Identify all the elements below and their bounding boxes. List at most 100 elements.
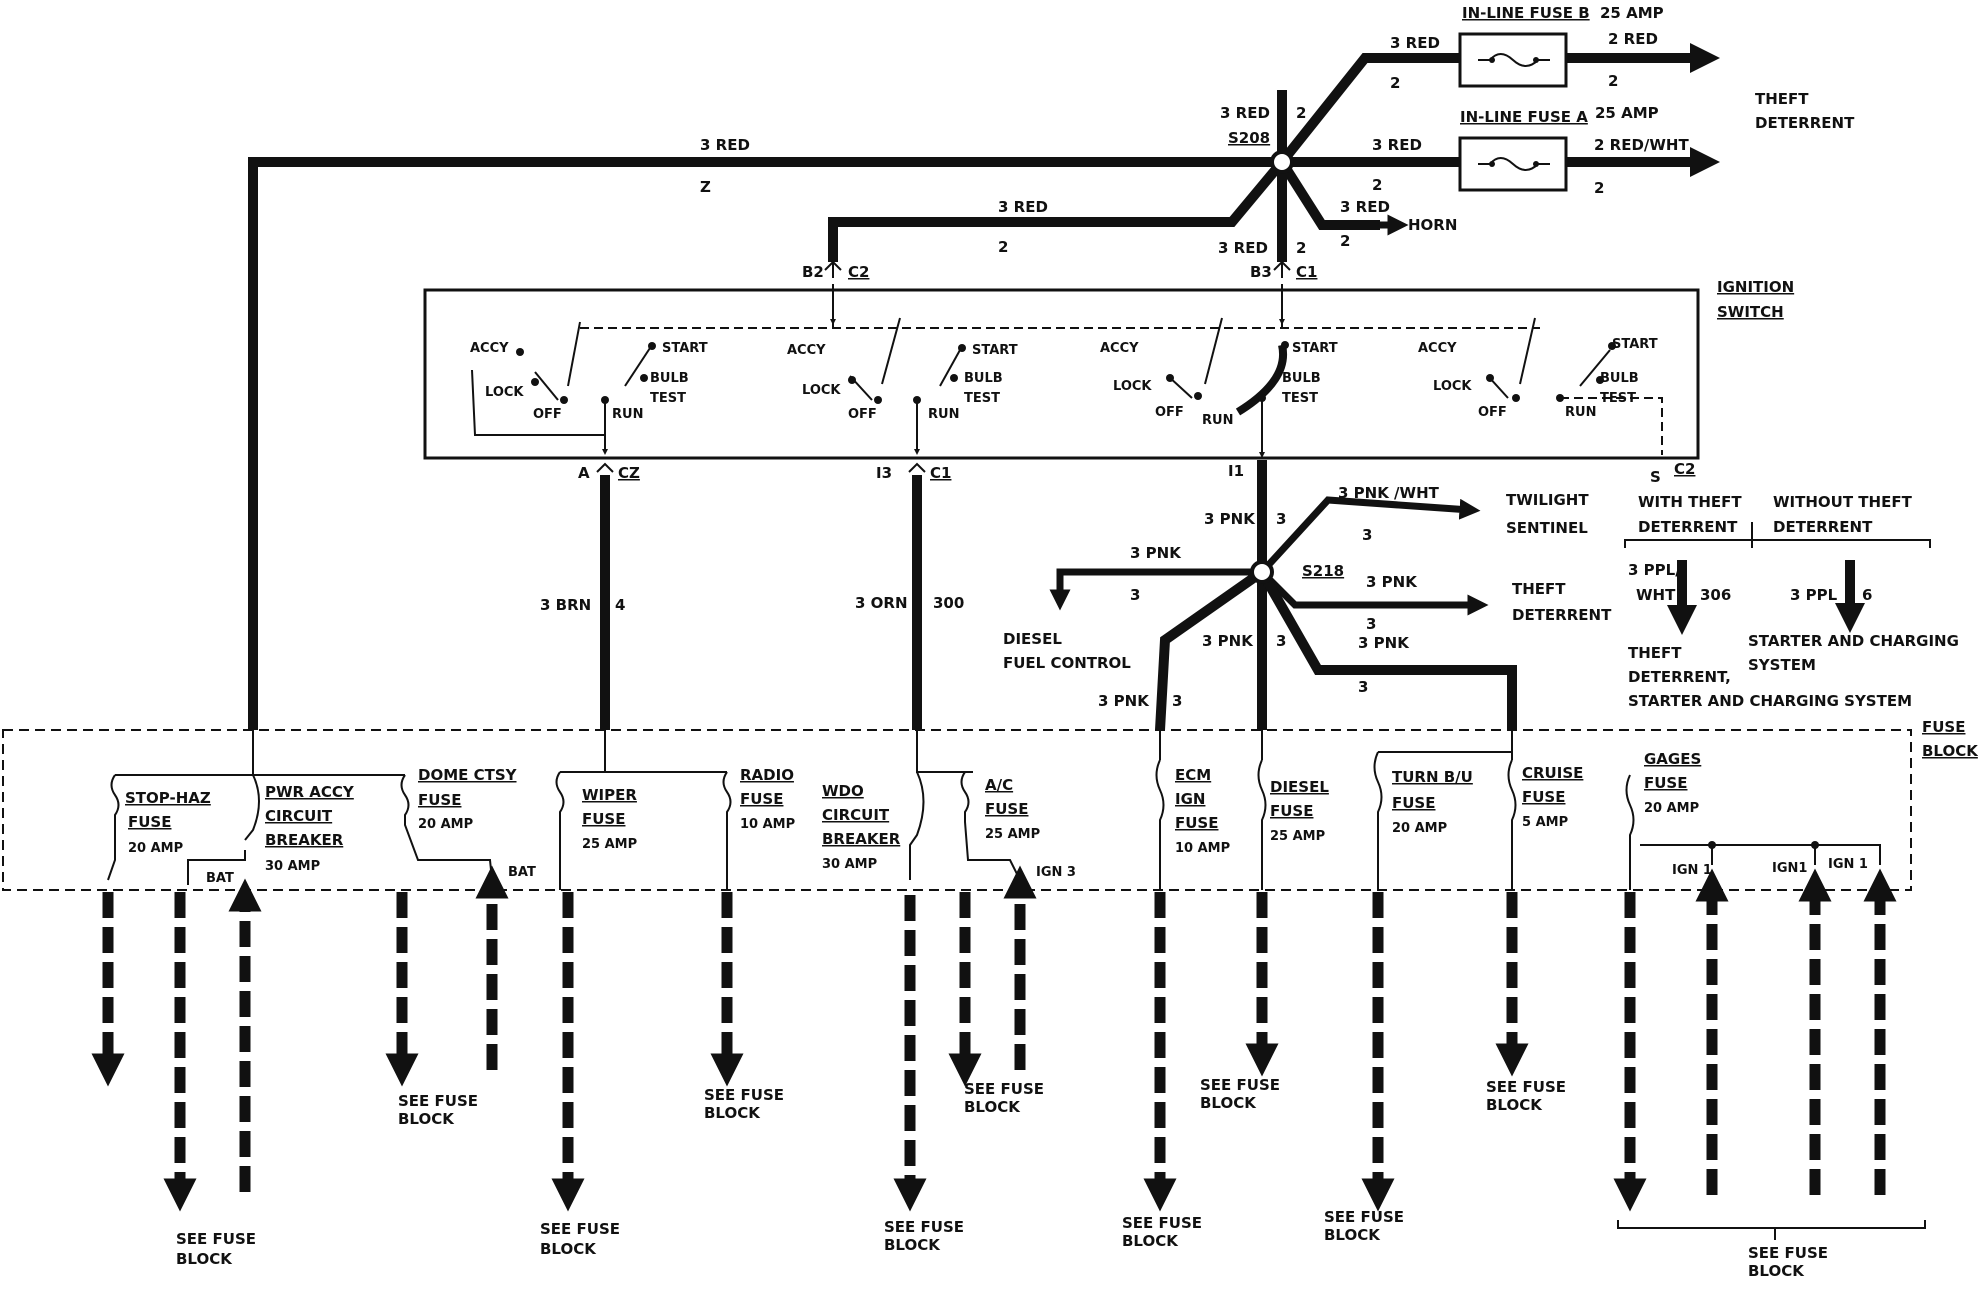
output-i3-conn2: C1: [930, 464, 951, 482]
b2-feed-wire: 3 RED: [998, 198, 1048, 216]
breaker-wdo-type-1: CIRCUIT: [822, 806, 890, 824]
connector-b2-c2: C2: [848, 263, 869, 281]
fuse-dome-ctsy-type: FUSE: [418, 791, 461, 809]
inline-fuse-a: IN-LINE FUSE A 25 AMP 3 RED 2 2 RED/WHT …: [1372, 104, 1720, 197]
output-s-conn: S: [1650, 468, 1661, 486]
options-with-1: WITH THEFT: [1638, 493, 1742, 511]
sw3-test: TEST: [1282, 391, 1318, 406]
see-fuse-2a: SEE FUSE: [398, 1092, 478, 1110]
theft-deterrent-top-2: DETERRENT: [1755, 114, 1855, 132]
breaker-wdo-amp: 30 AMP: [822, 857, 877, 872]
b2-feed-circuit: 2: [998, 238, 1008, 256]
fuse-wiper-name: WIPER: [582, 786, 637, 804]
see-fuse-6a: SEE FUSE: [964, 1080, 1044, 1098]
sw1-start: START: [662, 341, 708, 356]
breaker-pwr-accy-amp: 30 AMP: [265, 859, 320, 874]
options-with-dest-3: STARTER AND CHARGING SYSTEM: [1628, 692, 1912, 710]
s208-up-circuit: 2: [1296, 104, 1306, 122]
fuse-radio-name: RADIO: [740, 766, 794, 784]
s218-up-circuit: 3: [1276, 510, 1286, 528]
fuse-ecm-ign-name: ECM: [1175, 766, 1211, 784]
diesel-fuel-wire: [1049, 568, 1262, 611]
inline-fuse-a-amp: 25 AMP: [1595, 104, 1659, 122]
output-a-circuit: 4: [615, 596, 625, 614]
fuse-gages-amp: 20 AMP: [1644, 801, 1699, 816]
fuse-wiper-type: FUSE: [582, 810, 625, 828]
fuse-dome-ctsy: DOME CTSY FUSE 20 AMP BAT: [400, 766, 536, 881]
diesel-fuel-label-1: DIESEL: [1003, 630, 1062, 648]
top-feed-circuit: Z: [700, 178, 711, 196]
fuse-stop-haz-amp: 20 AMP: [128, 841, 183, 856]
switch-section-4: [1486, 317, 1663, 455]
fuse-radio: RADIO FUSE 10 AMP: [722, 766, 795, 890]
fuse-ac-name: A/C: [985, 776, 1013, 794]
see-fuse-5b: BLOCK: [884, 1236, 941, 1254]
theft-deterrent-options: WITH THEFT DETERRENT WITHOUT THEFT DETER…: [1624, 493, 1959, 710]
pnk-branch-1-circuit: 3: [1172, 692, 1182, 710]
see-fuse-9b: BLOCK: [1324, 1226, 1381, 1244]
output-a-conn: A: [578, 464, 590, 482]
see-fuse-block-labels: SEE FUSE BLOCK SEE FUSE BLOCK SEE FUSE B…: [176, 1076, 1828, 1280]
pnk-branch-2-circuit: 3: [1276, 632, 1286, 650]
see-fuse-9a: SEE FUSE: [1324, 1208, 1404, 1226]
sw2-lock: LOCK: [802, 383, 841, 398]
sw4-test: TEST: [1600, 391, 1636, 406]
options-without-dest-1: STARTER AND CHARGING: [1748, 632, 1959, 650]
fuse-block-outline: [2, 729, 1912, 891]
fuse-stop-haz: STOP-HAZ FUSE 20 AMP: [107, 774, 211, 881]
splice-s208: S208 3 RED 2 3 RED 2: [828, 53, 1460, 262]
connector-b3-label: B3: [1250, 263, 1272, 281]
switch-section-2: [848, 317, 966, 455]
sw4-off: OFF: [1478, 405, 1507, 420]
see-fuse-11a: SEE FUSE: [1748, 1244, 1828, 1262]
see-fuse-4b: BLOCK: [704, 1104, 761, 1122]
fuse-diesel-name: DIESEL: [1270, 778, 1329, 796]
inline-fuse-b-in-circuit: 2: [1390, 74, 1400, 92]
horn-circuit: 2: [1340, 232, 1350, 250]
sw3-run: RUN: [1202, 413, 1233, 428]
options-with-dest-2: DETERRENT,: [1628, 668, 1731, 686]
fuse-dome-ctsy-name: DOME CTSY: [418, 766, 518, 784]
ignition-switch-title-2: SWITCH: [1717, 303, 1784, 321]
see-fuse-6b: BLOCK: [964, 1098, 1021, 1116]
sw4-start: START: [1612, 337, 1658, 352]
theft-deterrent-top-1: THEFT: [1755, 90, 1809, 108]
fuse-block-label-2: BLOCK: [1922, 742, 1978, 760]
see-fuse-11b: BLOCK: [1748, 1262, 1805, 1280]
output-a-conn2: CZ: [618, 464, 640, 482]
see-fuse-1a: SEE FUSE: [176, 1230, 256, 1248]
theft-mid-label-1: THEFT: [1512, 580, 1566, 598]
sw2-bulb: BULB: [964, 371, 1003, 386]
diesel-fuel-circuit: 3: [1130, 586, 1140, 604]
options-with-wire-2: WHT: [1636, 586, 1676, 604]
see-fuse-3a: SEE FUSE: [540, 1220, 620, 1238]
output-leads: [91, 865, 1926, 1240]
ign1-terminal-1: IGN 1: [1672, 863, 1712, 878]
sw4-run: RUN: [1565, 405, 1596, 420]
output-i3-conn: I3: [876, 464, 892, 482]
breaker-wdo-name: WDO: [822, 782, 864, 800]
fuse-wiper-amp: 25 AMP: [582, 837, 637, 852]
sw1-accy: ACCY: [470, 341, 509, 356]
inline-fuse-a-out-wire: 2 RED/WHT: [1594, 136, 1689, 154]
see-fuse-10a: SEE FUSE: [1486, 1078, 1566, 1096]
fuse-block-label-1: FUSE: [1922, 718, 1965, 736]
pnk-branch-3-wire: 3 PNK: [1358, 634, 1410, 652]
fuse-turn-bu-amp: 20 AMP: [1392, 821, 1447, 836]
options-with-wire-1: 3 PPL/: [1628, 561, 1681, 579]
output-i3-circuit: 300: [933, 594, 964, 612]
fuse-cruise-name: CRUISE: [1522, 764, 1583, 782]
theft-mid-label-2: DETERRENT: [1512, 606, 1612, 624]
options-without-dest-2: SYSTEM: [1748, 656, 1816, 674]
fuse-ecm-ign-type-1: IGN: [1175, 790, 1205, 808]
sw2-accy: ACCY: [787, 343, 826, 358]
options-without-1: WITHOUT THEFT: [1773, 493, 1913, 511]
options-with-circuit: 306: [1700, 586, 1731, 604]
sw3-accy: ACCY: [1100, 341, 1139, 356]
breaker-wdo: WDO CIRCUIT BREAKER 30 AMP: [822, 771, 925, 880]
splice-s208-label: S208: [1228, 129, 1270, 147]
sw3-start: START: [1292, 341, 1338, 356]
fuse-gages-type: FUSE: [1644, 774, 1687, 792]
sw2-test: TEST: [964, 391, 1000, 406]
